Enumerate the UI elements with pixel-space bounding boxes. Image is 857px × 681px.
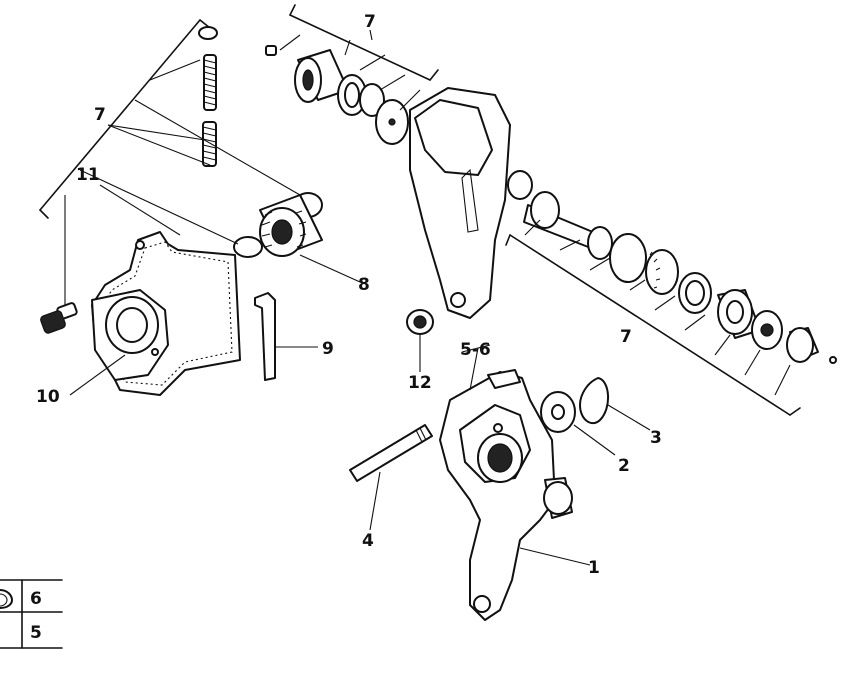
upper-arm-group: [265, 4, 439, 145]
callout-11: 11: [76, 165, 100, 185]
callout-7-left: 7: [94, 105, 106, 125]
nut: [406, 309, 434, 372]
bolt: [40, 195, 78, 334]
slack-adjuster: [439, 369, 591, 621]
pin: [349, 424, 433, 531]
worm-shaft: [505, 191, 837, 416]
worm-gear: [259, 192, 361, 283]
cover-plate: [69, 231, 241, 396]
callout-7-top: 7: [364, 12, 376, 32]
pawl: [254, 292, 318, 381]
upper-slack-arm: [409, 87, 533, 319]
callout-8: 8: [358, 275, 370, 295]
variant-table: 6 5: [0, 579, 63, 649]
washer-and-ring: [540, 377, 651, 456]
callout-9: 9: [322, 339, 334, 359]
callout-3: 3: [650, 428, 662, 448]
table-row-2-value: 5: [30, 623, 42, 643]
callout-4: 4: [362, 531, 374, 551]
callout-10: 10: [36, 387, 60, 407]
callout-5-6: 5-6: [460, 340, 491, 360]
callout-1: 1: [588, 558, 600, 578]
table-row-1-value: 6: [30, 589, 42, 609]
leader-5-6: [461, 344, 491, 391]
callout-7-right: 7: [620, 327, 632, 347]
callout-2: 2: [618, 456, 630, 476]
o-ring: [79, 169, 263, 258]
spring-assembly: [39, 19, 301, 219]
callout-12: 12: [408, 373, 432, 393]
